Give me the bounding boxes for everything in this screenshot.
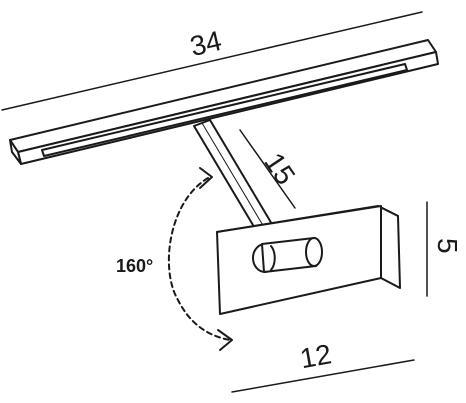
- light-bar-top: [9, 39, 437, 153]
- dim-height-label: 5: [432, 238, 463, 254]
- light-bar-diffuser: [41, 63, 408, 157]
- dim-line-arm: [239, 129, 296, 209]
- dim-arm-label: 15: [258, 147, 301, 190]
- rotation-arrowhead-bottom: [217, 329, 233, 351]
- light-bar: [9, 39, 439, 165]
- rotation-angle-label: 160°: [116, 256, 153, 276]
- hinge-knob: [252, 237, 323, 273]
- dim-line-base: [231, 359, 415, 393]
- dim-base-label: 12: [298, 338, 334, 374]
- dim-length-label: 34: [187, 25, 224, 62]
- rotation-arc: [167, 177, 231, 341]
- rotation-arrowhead-top: [199, 167, 213, 189]
- dim-line-length: [1, 11, 423, 111]
